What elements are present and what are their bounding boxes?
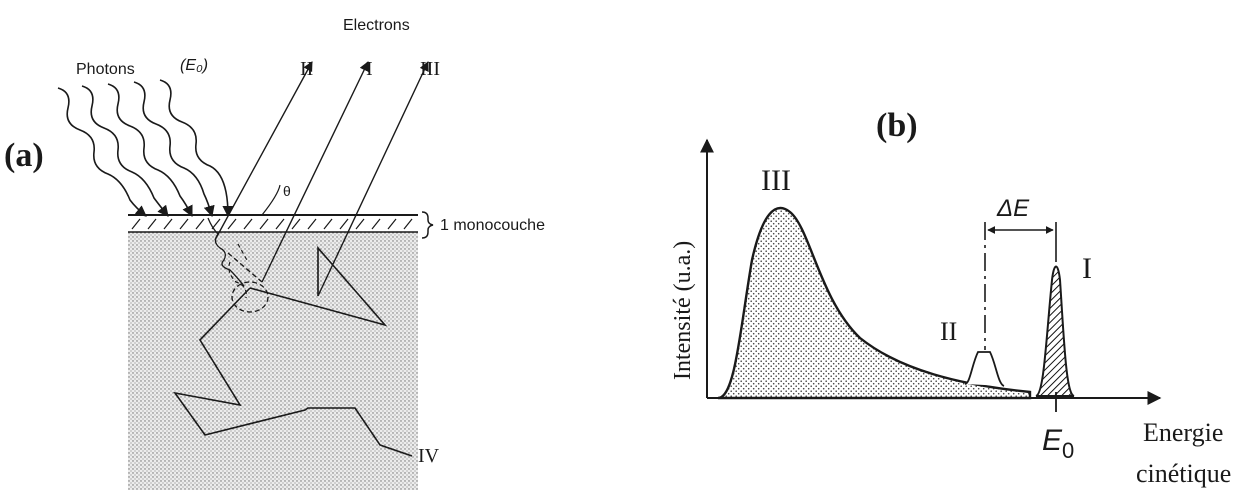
photon-arrows (57, 79, 234, 218)
scatter-circle (231, 281, 269, 313)
entry-zigzag (207, 217, 245, 287)
monolayer-label: 1 monocouche (440, 217, 545, 234)
substrate-block (128, 232, 418, 490)
path-to-III (249, 245, 388, 327)
photon-wave-1 (57, 87, 147, 217)
peak-label-I: I (1082, 252, 1092, 285)
peak-label-II: II (940, 317, 957, 346)
scattering-paths (173, 217, 413, 457)
peak-I-curve (1035, 265, 1075, 397)
path-IV (173, 287, 413, 457)
ray-III (317, 61, 429, 297)
ray-label-II: II (300, 58, 313, 80)
monolayer (128, 215, 418, 232)
electrons-label: Electrons (343, 17, 410, 34)
peak-label-III: III (761, 164, 791, 197)
path-label-IV: IV (418, 445, 440, 467)
ray-I (261, 61, 369, 283)
x-axis-label-line2: cinétique (1136, 459, 1231, 488)
ray-label-III: III (420, 58, 440, 80)
monolayer-hatching (131, 218, 413, 230)
photon-wave-2 (81, 85, 169, 217)
x-axis-label-line1: Energie (1143, 418, 1223, 447)
photons-energy-label: (E₀) (180, 57, 208, 74)
photon-wave-4 (133, 81, 215, 218)
panel-b: (b) Intensité (u.a.) III II I ΔE E0 Ener… (670, 107, 1231, 488)
panel-b-label: (b) (876, 107, 918, 144)
photon-wave-3 (107, 83, 193, 218)
photon-wave-5 (159, 79, 234, 218)
y-axis-label: Intensité (u.a.) (670, 241, 696, 380)
e0-label: E0 (1042, 424, 1074, 463)
ray-II (214, 61, 313, 241)
delta-e-label: ΔE (996, 195, 1030, 222)
e0-subscript: 0 (1062, 438, 1074, 463)
dashed-scatter (228, 243, 249, 299)
theta-arc (261, 184, 281, 216)
theta-label: θ (283, 183, 291, 199)
panel-a-label: (a) (4, 137, 44, 174)
peak-II-curve (964, 351, 1005, 387)
monolayer-brace (421, 211, 434, 239)
electron-rays (214, 61, 429, 297)
panel-a: (a) Photons (E₀) Electrons II I III θ 1 … (4, 17, 545, 490)
e0-main: E (1042, 424, 1063, 457)
photons-label: Photons (76, 61, 135, 78)
ray-label-I: I (366, 58, 373, 80)
peak-III-curve (717, 206, 1032, 400)
